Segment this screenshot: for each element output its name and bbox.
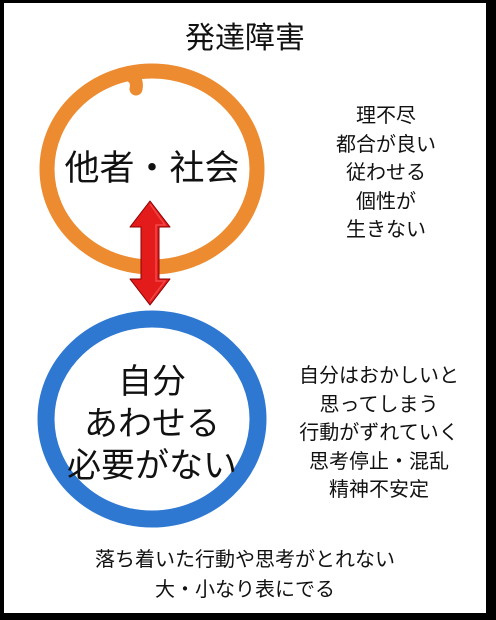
bottom-circle-line: 自分	[118, 362, 186, 402]
top-circle-label: 他者・社会	[64, 149, 240, 189]
page-title: 発達障害	[185, 21, 305, 56]
double-arrow-icon	[129, 200, 171, 306]
bottom-note-item: 思ってしまう	[319, 391, 439, 416]
top-note-item: 理不尽	[356, 103, 416, 127]
top-note-item: 個性が	[356, 188, 416, 213]
bottom-notes-list: 自分はおかしいと 思ってしまう 行動がずれていく 思考停止・混乱 精神不安定	[290, 361, 468, 504]
diagram-panel: 発達障害 他者・社会 理不尽 都合が良い 従わせる 個性が 生きない 自分 あわ…	[4, 3, 486, 613]
bottom-summary: 落ち着いた行動や思考がとれない 大・小なり表にでる	[4, 544, 486, 604]
bottom-note-item: 思考停止・混乱	[309, 448, 449, 473]
bottom-ring	[37, 310, 267, 528]
top-note-item: 従わせる	[346, 160, 426, 184]
summary-line: 落ち着いた行動や思考がとれない	[95, 547, 395, 571]
top-note-item: 生きない	[346, 217, 426, 241]
bottom-note-item: 行動がずれていく	[299, 420, 459, 444]
bottom-circle-label: 自分 あわせる 必要がない	[52, 361, 252, 487]
top-note-item: 都合が良い	[336, 131, 436, 156]
bottom-circle-line: 必要がない	[67, 446, 237, 486]
top-notes-list: 理不尽 都合が良い 従わせる 個性が 生きない	[316, 101, 456, 244]
bottom-note-item: 精神不安定	[329, 477, 429, 501]
summary-line: 大・小なり表にでる	[155, 577, 335, 601]
diagram-graphics	[37, 63, 267, 528]
bottom-note-item: 自分はおかしいと	[299, 363, 459, 387]
bottom-circle-line: あわせる	[84, 404, 220, 444]
